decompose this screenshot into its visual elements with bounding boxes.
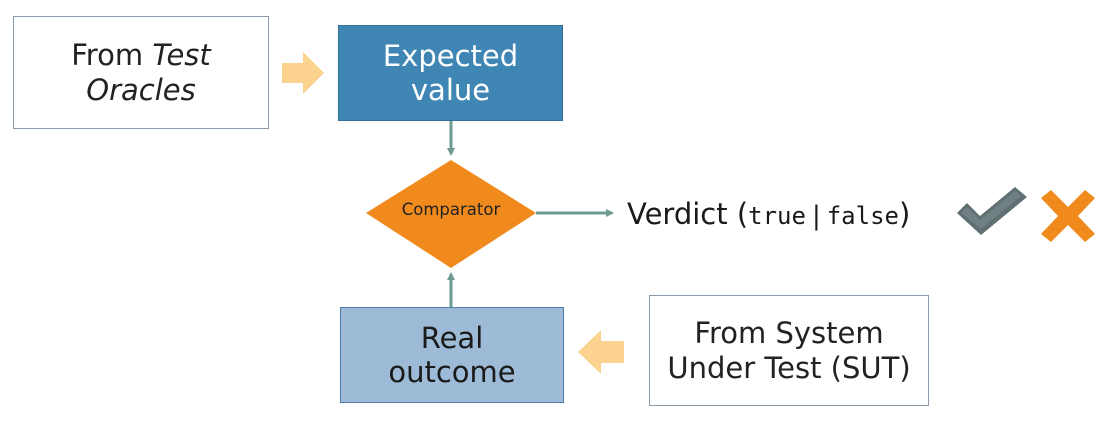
real-line-2: outcome: [388, 355, 516, 389]
comparator-label: Comparator: [401, 200, 501, 219]
real-line-1: Real: [420, 320, 484, 355]
expected-value-box: Expected value: [338, 25, 563, 121]
sut-line-2: Under Test (SUT): [667, 350, 911, 385]
expected-line-1: Expected: [382, 38, 519, 73]
cross-icon: [1041, 190, 1095, 242]
verdict-text: Verdict ( true | false ): [627, 197, 910, 231]
check-icon: [957, 187, 1027, 235]
verdict-separator: |: [811, 201, 821, 231]
oracle-italic-2: Oracles: [86, 72, 196, 107]
system-under-test-box: From System Under Test (SUT): [649, 295, 929, 406]
expected-line-2: value: [410, 73, 491, 107]
comparator-diamond: [366, 160, 536, 268]
real-outcome-box: Real outcome: [340, 307, 564, 403]
arrow-right-icon: [282, 52, 324, 94]
sut-line-1: From System: [694, 316, 884, 351]
verdict-false: false: [826, 202, 899, 230]
test-oracles-box: From Test Oracles: [13, 16, 269, 129]
oracle-prefix: From: [71, 38, 153, 73]
verdict-word: Verdict (: [627, 197, 749, 231]
verdict-close: ): [898, 197, 911, 231]
verdict-true: true: [748, 202, 806, 230]
arrow-left-icon: [578, 330, 624, 374]
oracle-italic-1: Test: [152, 38, 211, 73]
